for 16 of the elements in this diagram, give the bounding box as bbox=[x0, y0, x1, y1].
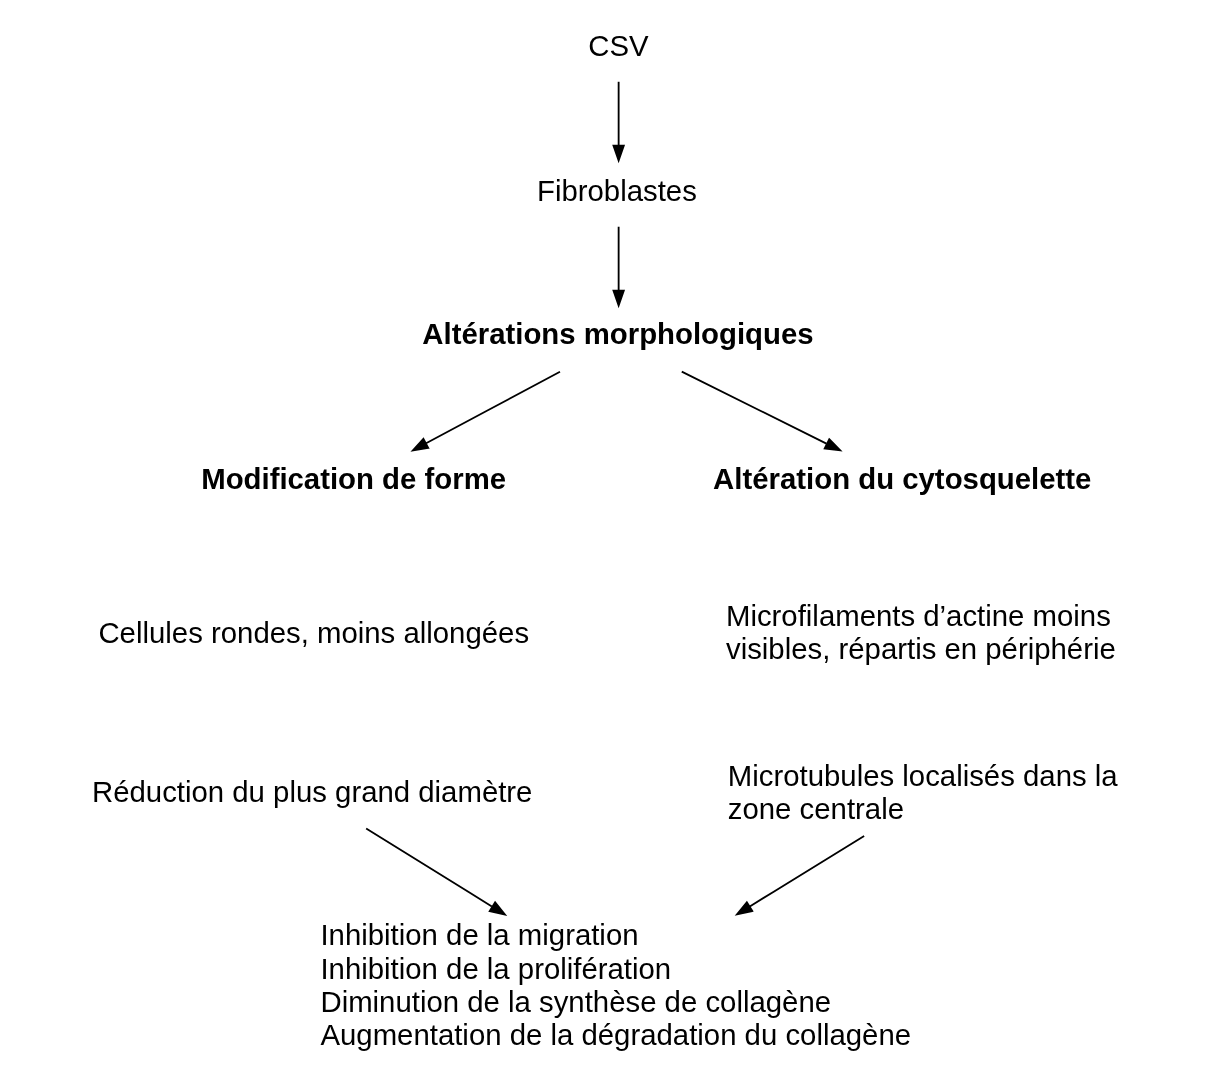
node-text: Altération du cytosquelette bbox=[712, 461, 1091, 495]
label: Microfilaments d’actine moins visibles, répartis en périphérie bbox=[725, 599, 1116, 666]
node-text: Inhibition de la migration Inhibition de la prolifération Diminution de la synthèse de collagène Augmentation de la dégradation du collagène bbox=[319, 918, 911, 1051]
node-text: Altérations morphologiques bbox=[421, 316, 814, 350]
arrow bbox=[409, 370, 561, 452]
node-text: Fibroblastes bbox=[536, 173, 697, 207]
node-text: CSV bbox=[587, 28, 649, 62]
arrow bbox=[611, 225, 625, 309]
arrow bbox=[680, 370, 843, 452]
node-text: Microtubules localisés dans la zone centrale bbox=[727, 758, 1118, 825]
arrow bbox=[364, 827, 507, 916]
node-text: Réduction du plus grand diamètre bbox=[91, 775, 532, 809]
label: Cellules rondes, moins allongées bbox=[97, 615, 529, 649]
arrow bbox=[734, 835, 865, 916]
node-text: Modification de forme bbox=[200, 461, 506, 495]
arrow bbox=[611, 80, 625, 164]
